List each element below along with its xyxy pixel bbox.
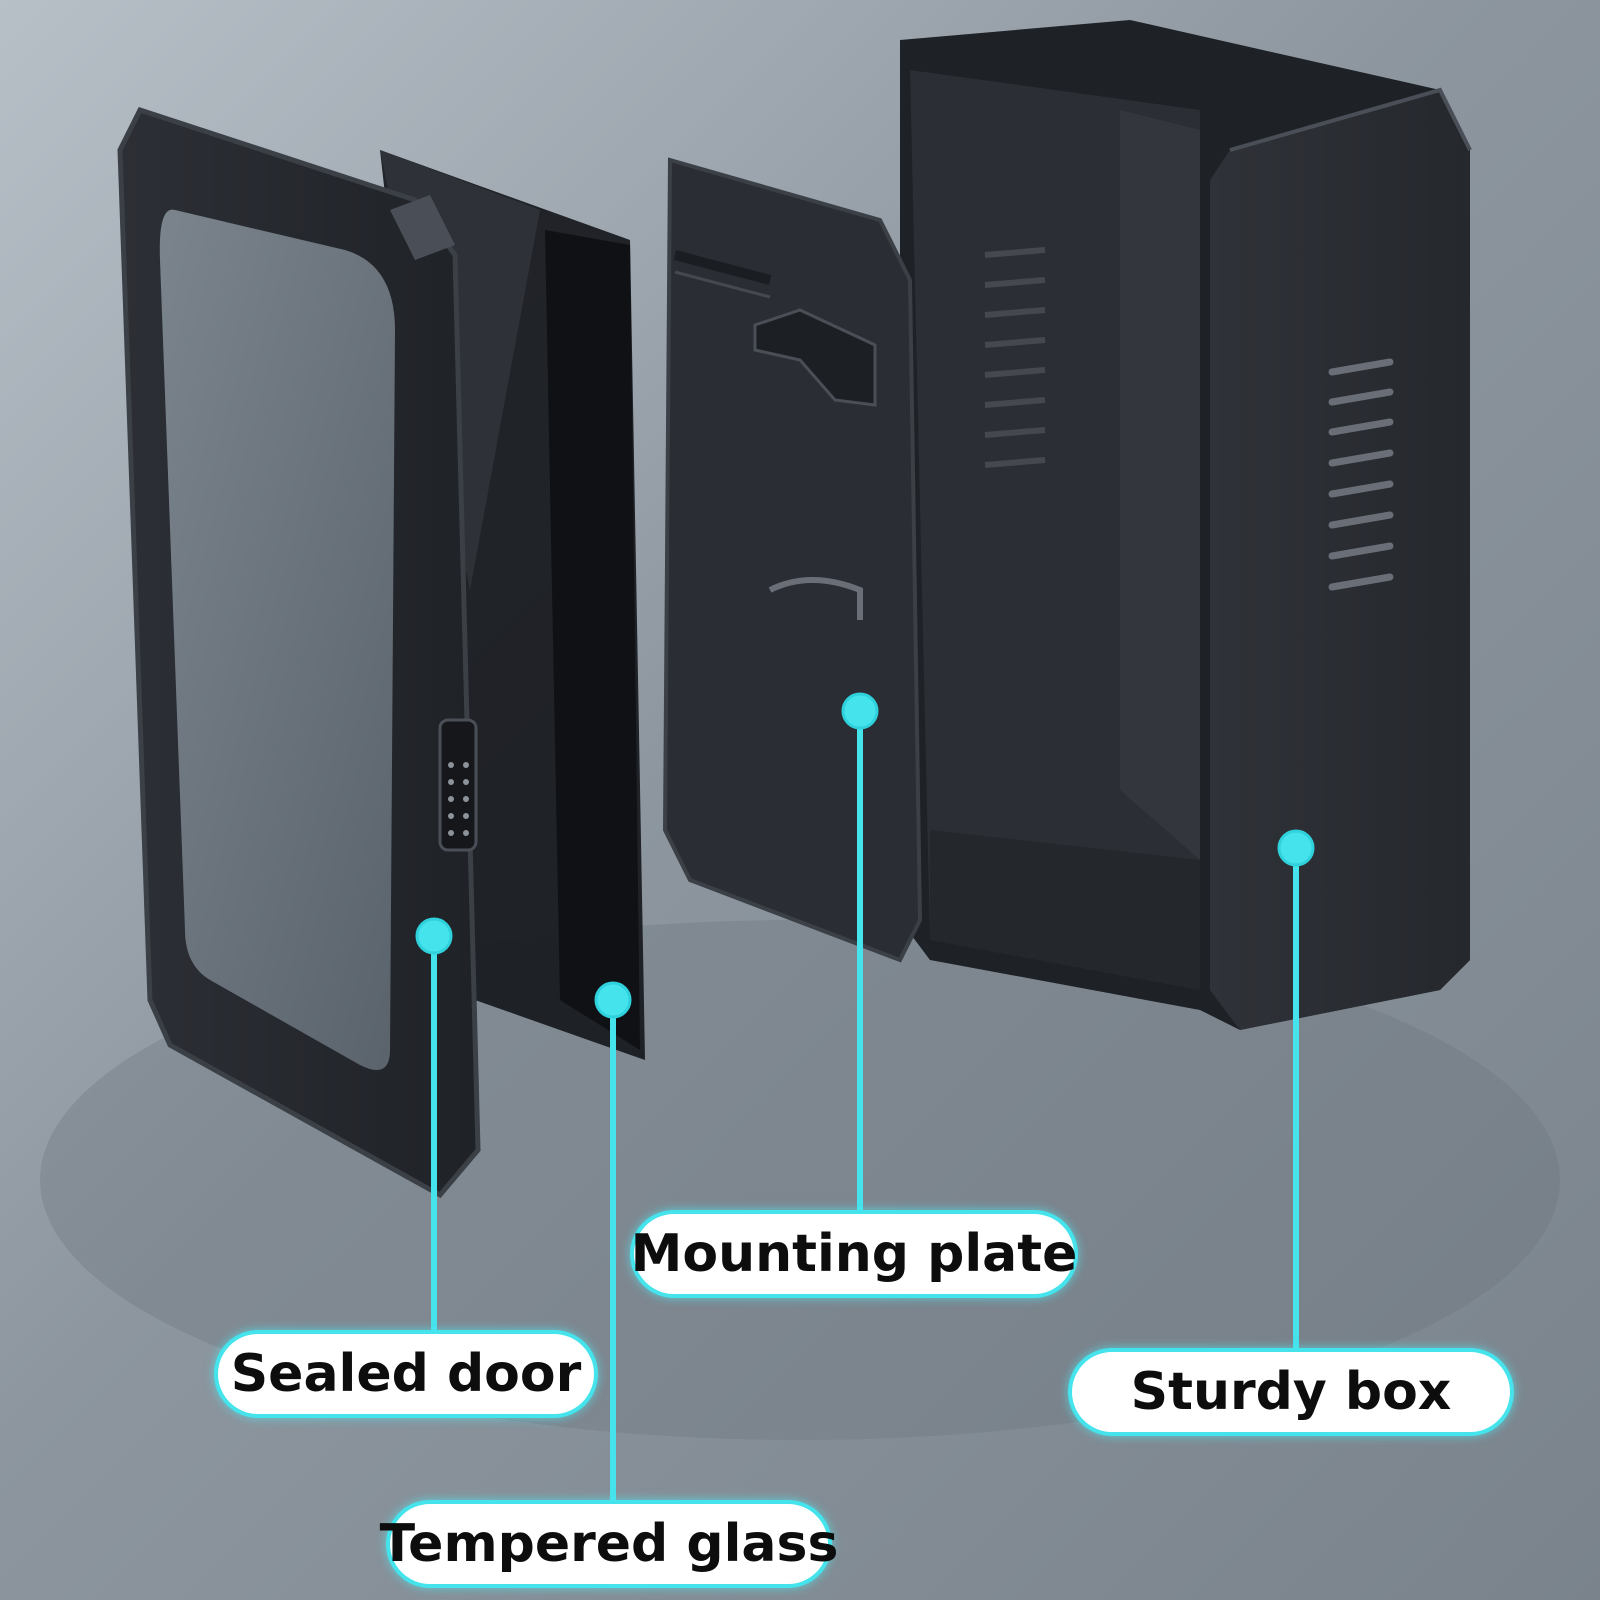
sealed-door-label: Sealed door [214,1330,598,1418]
callout-dot [415,917,453,955]
mounting-plate-label: Mounting plate [630,1210,1078,1298]
callout-dot [1277,829,1315,867]
callout-dot [841,692,879,730]
tempered-glass-label: Tempered glass [380,1500,838,1588]
mounting-plate-graphic [662,157,923,963]
keypad-icon [438,718,478,852]
sealed-door-graphic [117,106,481,1199]
sturdy-box-label: Sturdy box [1068,1348,1514,1436]
callout-dot [594,981,632,1019]
sturdy-box-graphic [900,20,1472,1030]
